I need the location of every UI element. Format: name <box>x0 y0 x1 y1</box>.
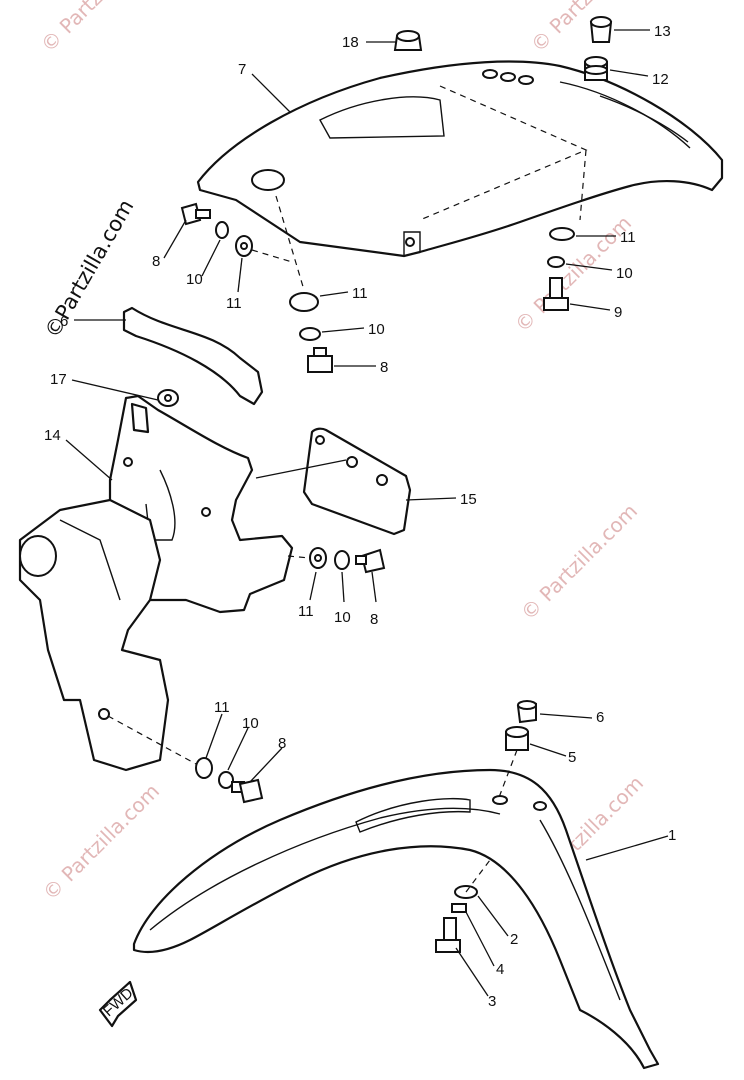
callout-5: 5 <box>568 749 576 766</box>
callout-18: 18 <box>342 34 359 51</box>
callout-11: 11 <box>298 603 314 620</box>
washer-11-right <box>549 227 575 241</box>
collar-13 <box>589 16 613 43</box>
leader-lines <box>65 29 669 997</box>
callout-10: 10 <box>186 271 203 288</box>
callout-11: 11 <box>226 295 242 312</box>
callout-13: 13 <box>654 23 671 40</box>
lock-washer-10-upper-left <box>215 221 229 239</box>
callout-15: 15 <box>460 491 477 508</box>
bolt-9 <box>543 277 569 311</box>
bolt-8-upper-left <box>180 202 211 226</box>
lock-washer-10-right <box>547 256 565 268</box>
callout-7: 7 <box>238 61 246 78</box>
license-plate-bracket-15 <box>255 427 412 536</box>
washer-11-center <box>289 292 319 312</box>
callout-9: 9 <box>614 304 622 321</box>
callout-11: 11 <box>214 699 230 716</box>
callout-6: 6 <box>596 709 604 726</box>
strap-6 <box>122 306 264 406</box>
callout-labels: 18 13 12 7 11 10 9 8 10 11 11 10 8 6 17 … <box>44 23 676 1010</box>
bolt-3 <box>435 917 461 953</box>
nut-4 <box>451 903 467 913</box>
front-fender <box>132 768 660 1070</box>
bolt-8-mid <box>355 548 386 574</box>
callout-6: 6 <box>60 313 68 330</box>
callout-11: 11 <box>352 285 368 302</box>
callout-1: 1 <box>668 827 676 844</box>
bolt-8-center <box>307 347 333 373</box>
callout-10: 10 <box>334 609 351 626</box>
callout-4: 4 <box>496 961 504 978</box>
callout-17: 17 <box>50 371 67 388</box>
callout-12: 12 <box>652 71 669 88</box>
bolt-8-lower <box>231 778 264 804</box>
callout-8: 8 <box>278 735 286 752</box>
damper-12 <box>584 56 608 81</box>
lock-washer-10-lower <box>218 771 234 789</box>
callout-8: 8 <box>152 253 160 270</box>
forward-arrow-icon: FWD <box>98 980 138 1028</box>
lock-washer-10-center <box>299 327 321 341</box>
rear-fender <box>196 60 724 258</box>
callout-8: 8 <box>380 359 388 376</box>
bolt-17 <box>157 389 179 407</box>
callout-8: 8 <box>370 611 378 628</box>
tail-light-housing <box>18 498 170 772</box>
callout-10: 10 <box>368 321 385 338</box>
lock-washer-10-mid <box>334 550 350 570</box>
callout-11: 11 <box>620 229 636 246</box>
damper-5-front <box>505 726 529 751</box>
washer-11-lower <box>195 757 213 779</box>
collar-6-front <box>516 700 537 724</box>
rubber-grommet-18 <box>393 30 423 51</box>
callout-14: 14 <box>44 427 61 444</box>
callout-10: 10 <box>242 715 259 732</box>
callout-10: 10 <box>616 265 633 282</box>
callout-3: 3 <box>488 993 496 1010</box>
callout-2: 2 <box>510 931 518 948</box>
